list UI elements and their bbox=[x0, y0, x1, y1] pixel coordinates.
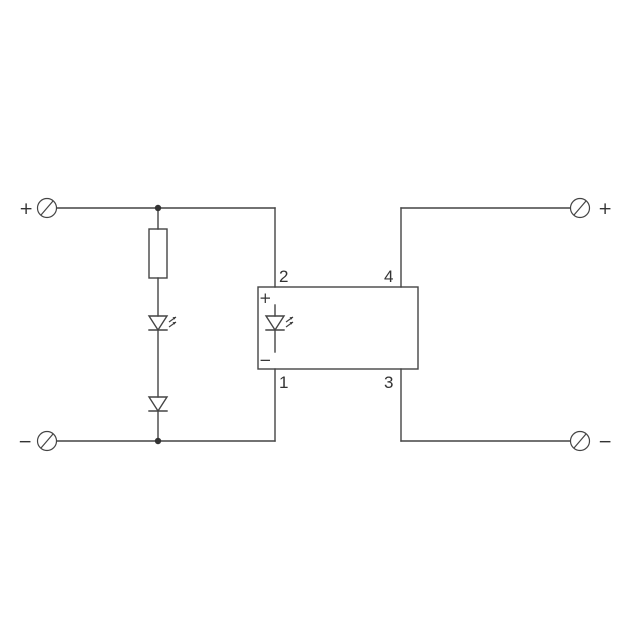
input-plus-sign: + bbox=[19, 199, 33, 219]
relay-coil-plus: + bbox=[259, 289, 272, 307]
pin-3-label: 3 bbox=[384, 373, 393, 392]
input-wiring bbox=[56, 207, 276, 442]
diode-icon bbox=[147, 396, 169, 413]
led-icon bbox=[147, 315, 177, 332]
input-minus-terminal[interactable] bbox=[36, 430, 58, 452]
output-minus-sign: − bbox=[598, 432, 612, 452]
relay-coil-minus: − bbox=[259, 351, 272, 369]
junction-bottom bbox=[154, 437, 162, 445]
resistor bbox=[148, 228, 168, 279]
input-plus-terminal[interactable] bbox=[36, 197, 58, 219]
output-plus-terminal[interactable] bbox=[569, 197, 591, 219]
pin-1-label: 1 bbox=[279, 373, 288, 392]
output-minus-terminal[interactable] bbox=[569, 430, 591, 452]
pin-4-label: 4 bbox=[384, 267, 393, 286]
output-wiring bbox=[400, 207, 571, 442]
relay-module bbox=[257, 286, 419, 370]
junction-top bbox=[154, 204, 162, 212]
output-plus-sign: + bbox=[598, 199, 612, 219]
relay-led-icon bbox=[264, 304, 294, 353]
pin-2-label: 2 bbox=[279, 267, 288, 286]
input-minus-sign: − bbox=[18, 432, 32, 452]
